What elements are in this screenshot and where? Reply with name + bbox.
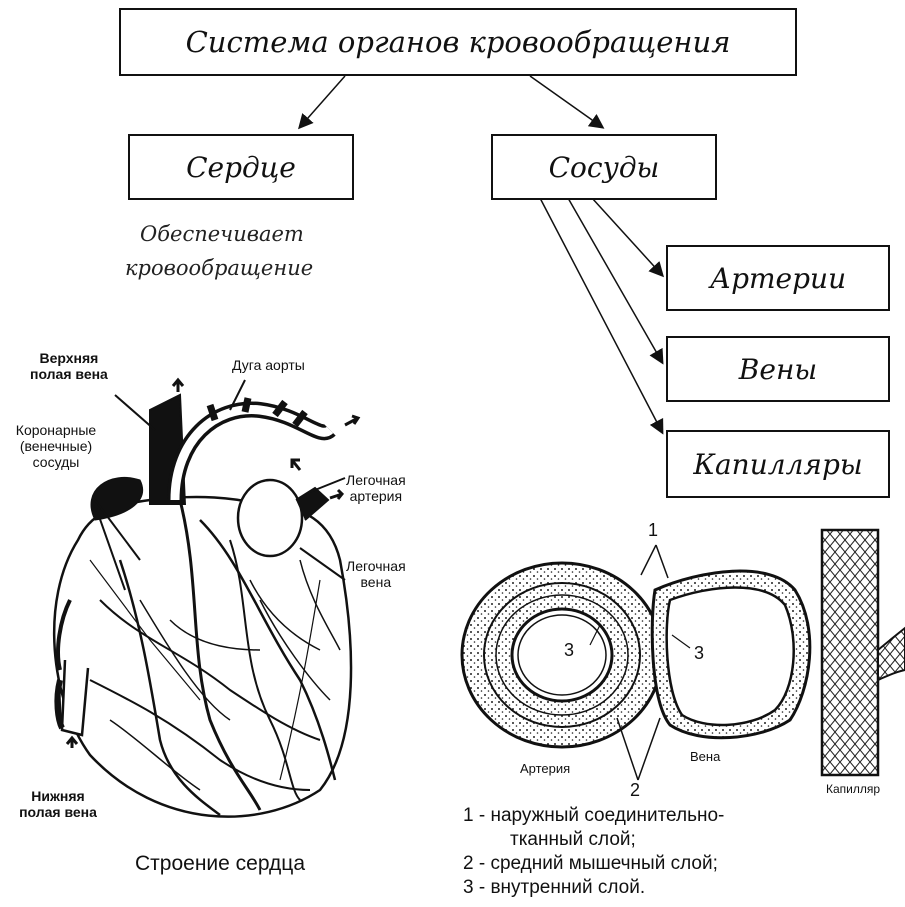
label-inferior-vena-cava-1: Нижняя — [8, 788, 108, 804]
label-pulmonary-vein: Легочная вена — [346, 558, 406, 590]
arrow-title-to-heart — [300, 76, 345, 127]
veins-label: Вены — [739, 353, 817, 386]
label-pulmonary-artery: Легочная артерия — [346, 472, 406, 504]
title-box: Система органов кровообращения — [119, 8, 797, 76]
marker-3-artery: 3 — [564, 640, 574, 661]
marker-2: 2 — [630, 780, 640, 801]
arrow-vessels-to-capillaries — [540, 198, 662, 432]
capillary-label: Капилляр — [826, 783, 880, 797]
layer-legend: 1 - наружный соединительно- тканный слой… — [463, 804, 724, 900]
label-coronary-1: Коронарные — [0, 422, 112, 438]
heart-box-label: Сердце — [186, 151, 296, 184]
heart-box: Сердце — [128, 134, 354, 200]
legend-line-4: 3 - внутренний слой. — [463, 876, 724, 900]
legend-line-1: 1 - наружный соединительно- — [463, 804, 724, 828]
label-pulmonary-artery-1: Легочная — [346, 472, 406, 488]
marker-1: 1 — [648, 520, 658, 541]
capillaries-label: Капилляры — [693, 448, 862, 481]
vessels-box: Сосуды — [491, 134, 717, 200]
vessels-box-label: Сосуды — [549, 151, 660, 184]
heart-function-line1: Обеспечивает — [140, 222, 304, 246]
vessel-cross-section — [462, 530, 905, 780]
label-coronary-3: сосуды — [0, 454, 112, 470]
arrow-title-to-vessels — [530, 76, 602, 127]
legend-line-3: 2 - средний мышечный слой; — [463, 852, 724, 876]
label-inferior-vena-cava-2: полая вена — [8, 804, 108, 820]
label-pulmonary-vein-2: вена — [346, 574, 406, 590]
capillaries-box: Капилляры — [666, 430, 890, 498]
artery-label: Артерия — [520, 762, 570, 777]
label-coronary: Коронарные (венечные) сосуды — [0, 422, 112, 470]
arrow-vessels-to-arteries — [592, 198, 662, 275]
label-superior-vena-cava-1: Верхняя — [30, 350, 108, 366]
veins-box: Вены — [666, 336, 890, 402]
marker-3-vein: 3 — [694, 643, 704, 664]
heart-function-line2: кровообращение — [125, 256, 313, 280]
legend-line-2: тканный слой; — [463, 828, 724, 852]
label-superior-vena-cava: Верхняя полая вена — [30, 350, 108, 382]
arteries-label: Артерии — [710, 262, 846, 295]
vein-label: Вена — [690, 750, 720, 765]
label-inferior-vena-cava: Нижняя полая вена — [8, 788, 108, 820]
label-coronary-2: (венечные) — [0, 438, 112, 454]
arteries-box: Артерии — [666, 245, 890, 311]
page-title: Система органов кровообращения — [186, 25, 731, 59]
label-superior-vena-cava-2: полая вена — [30, 366, 108, 382]
label-pulmonary-artery-2: артерия — [346, 488, 406, 504]
label-pulmonary-vein-1: Легочная — [346, 558, 406, 574]
label-aortic-arch: Дуга аорты — [232, 357, 305, 373]
heart-caption: Строение сердца — [135, 852, 305, 876]
